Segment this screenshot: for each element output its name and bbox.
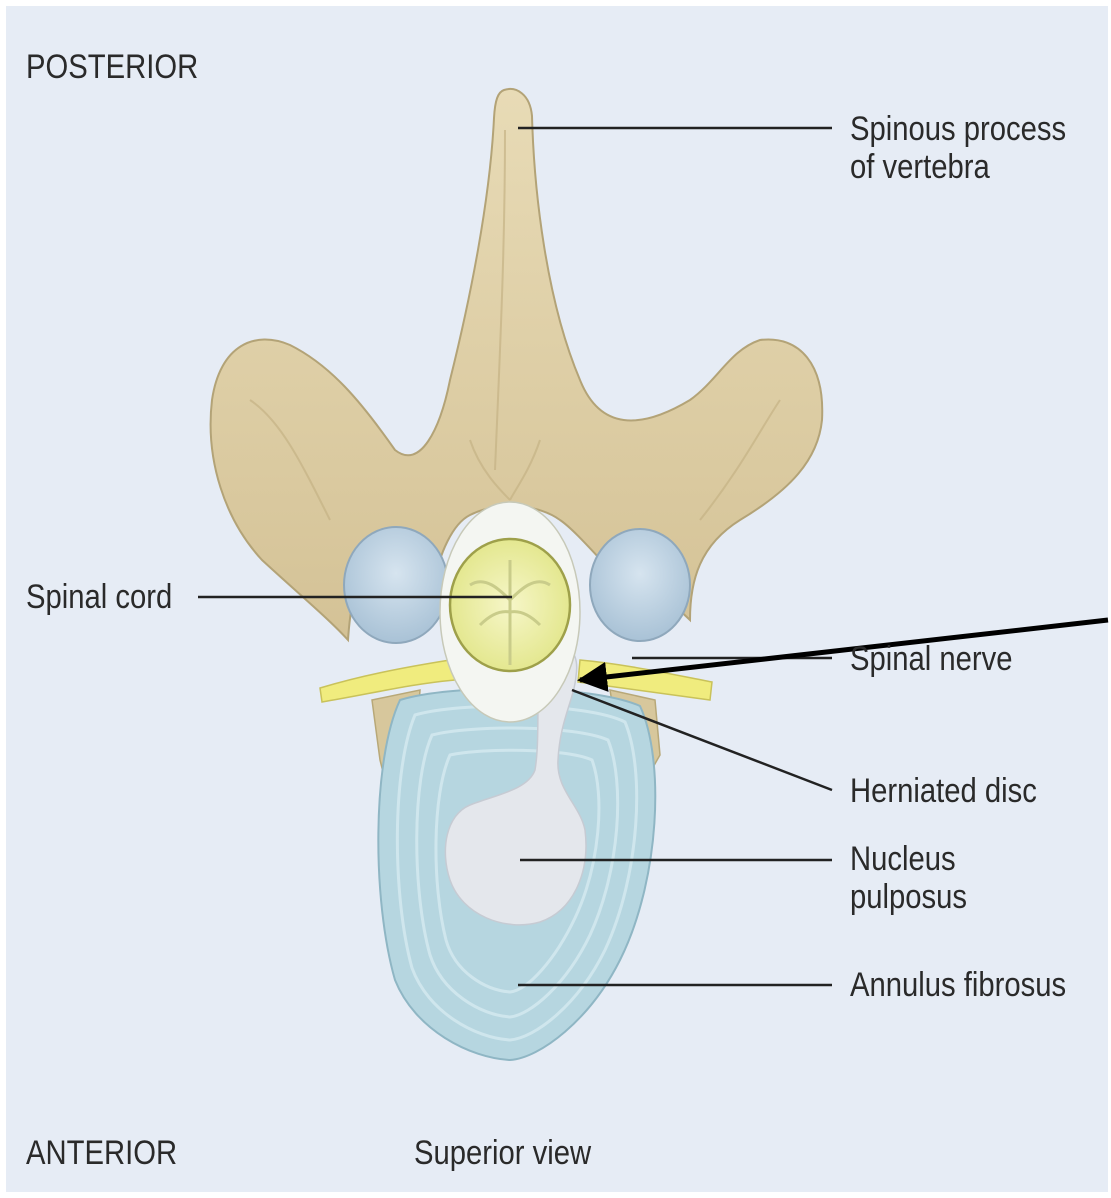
label-spinal-nerve: Spinal nerve — [850, 640, 1013, 678]
orientation-anterior: ANTERIOR — [26, 1134, 177, 1172]
label-nucleus-pulposus: Nucleus pulposus — [850, 840, 1074, 916]
orientation-posterior: POSTERIOR — [26, 48, 198, 86]
articular-facet-right — [590, 529, 690, 641]
label-annulus-fibrosus: Annulus fibrosus — [850, 966, 1066, 1004]
view-caption: Superior view — [414, 1134, 591, 1172]
label-herniated-disc: Herniated disc — [850, 772, 1037, 810]
articular-facet-left — [344, 527, 448, 643]
label-spinous-process: Spinous process of vertebra — [850, 110, 1066, 186]
label-spinal-cord: Spinal cord — [26, 578, 172, 616]
